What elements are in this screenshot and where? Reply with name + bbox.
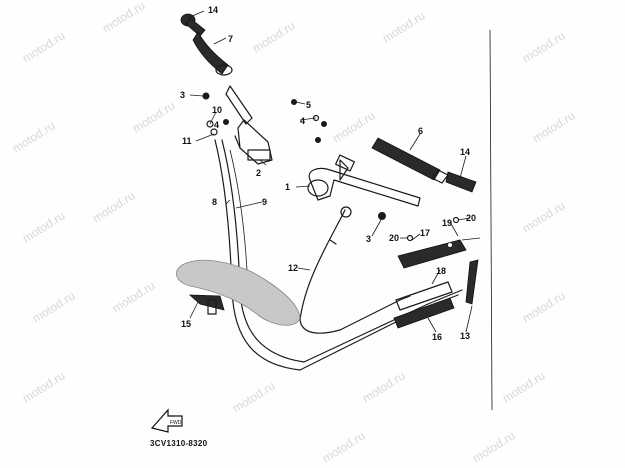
- cable-12: [299, 206, 411, 334]
- switch-18: [395, 281, 453, 311]
- callout-4: 4: [300, 116, 305, 126]
- callout-14b: 14: [460, 147, 470, 157]
- callout-11: 11: [182, 136, 192, 146]
- bolts: [202, 92, 460, 242]
- callout-labels: 14 7 3 10 4 11 2 5 4 1 6 14 8 9 3 12 15 …: [180, 5, 476, 342]
- right-handlebar: [307, 154, 421, 207]
- callout-9: 9: [262, 197, 267, 207]
- callout-6: 6: [418, 126, 423, 136]
- callout-7: 7: [228, 34, 233, 44]
- callout-20a: 20: [389, 233, 399, 243]
- page-border-line: [489, 29, 493, 411]
- callout-20b: 20: [466, 213, 476, 223]
- left-throttle-grip: [180, 13, 233, 76]
- callout-17: 17: [420, 228, 430, 238]
- callout-8: 8: [212, 197, 217, 207]
- switch-16: [393, 297, 455, 329]
- callout-4-left: 4: [214, 120, 219, 130]
- callout-18: 18: [436, 266, 446, 276]
- right-grip: [371, 137, 477, 193]
- switch-17: [397, 239, 467, 269]
- svg-text:FWD: FWD: [170, 420, 182, 426]
- callout-3b: 3: [366, 234, 371, 244]
- left-handlebar: [225, 85, 273, 165]
- callout-12: 12: [288, 263, 298, 273]
- fwd-direction-arrow-icon: FWD: [150, 408, 183, 433]
- callout-3a: 3: [180, 90, 185, 100]
- grip-shadow-shape: [176, 259, 301, 326]
- lever-13: [461, 237, 481, 305]
- callout-10: 10: [212, 105, 222, 115]
- callout-19: 19: [442, 218, 452, 228]
- callout-14a: 14: [208, 5, 218, 15]
- callout-16: 16: [432, 332, 442, 342]
- callout-leaders: [189, 10, 473, 333]
- callout-15: 15: [181, 319, 191, 329]
- callout-5: 5: [306, 100, 311, 110]
- callout-13: 13: [460, 331, 470, 341]
- cable-bracket-15: [188, 294, 225, 315]
- diagram-code: 3CV1310-8320: [150, 439, 208, 448]
- callout-2: 2: [256, 168, 261, 178]
- callout-1: 1: [285, 182, 290, 192]
